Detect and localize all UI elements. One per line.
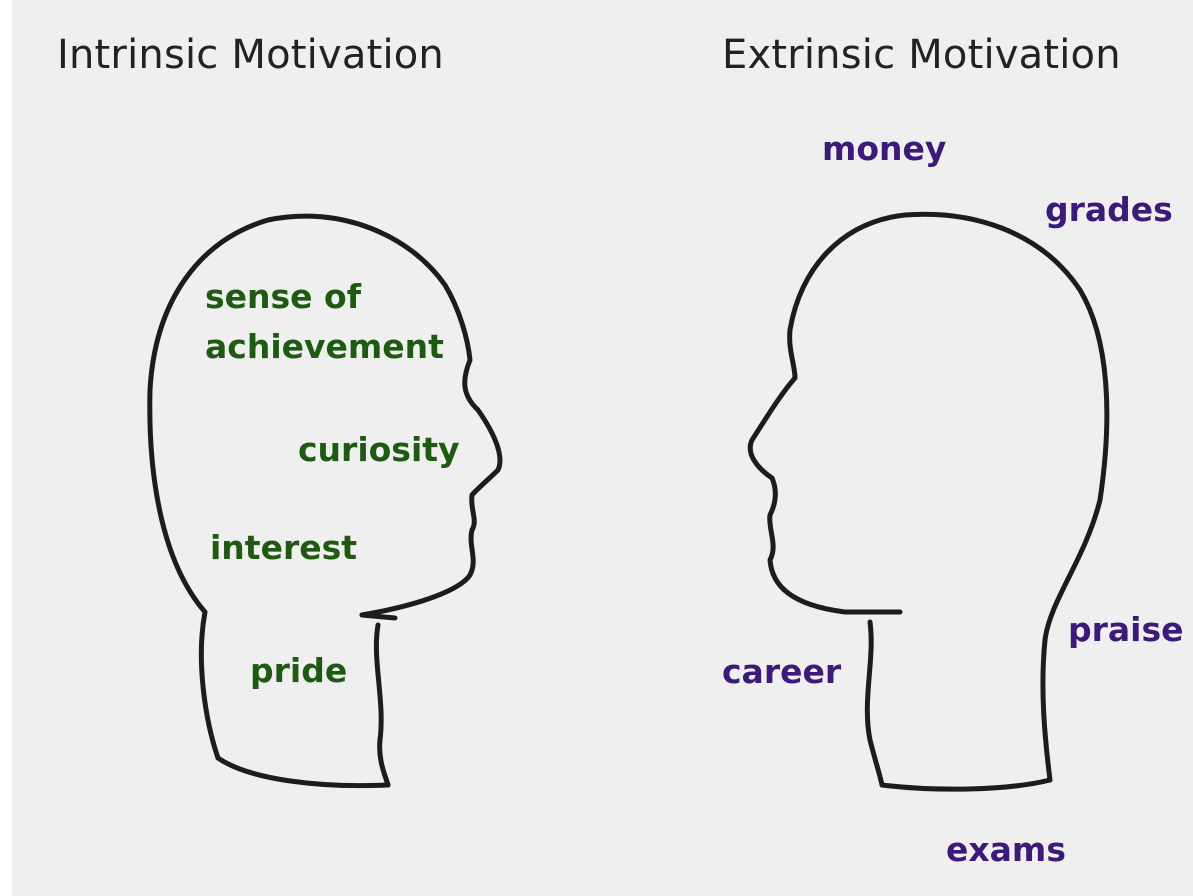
intrinsic-label: achievement: [205, 327, 444, 366]
right-neck-front: [864, 619, 885, 788]
left-head-outline: [147, 213, 503, 761]
intrinsic-label: pride: [250, 651, 348, 690]
diagram-background: [12, 0, 1193, 896]
left-neck-back: [373, 622, 391, 788]
right-neck-base: [879, 777, 1053, 792]
intrinsic-label: curiosity: [298, 430, 460, 469]
extrinsic-label: exams: [946, 830, 1066, 869]
intrinsic-label: interest: [210, 528, 358, 567]
extrinsic-label: money: [822, 129, 947, 168]
intrinsic-title: Intrinsic Motivation: [57, 32, 444, 78]
extrinsic-label: grades: [1045, 190, 1173, 229]
intrinsic-label: sense of: [205, 277, 362, 316]
extrinsic-label: career: [722, 652, 842, 691]
right-head-outline: [747, 211, 1110, 783]
left-neck-base: [215, 755, 391, 789]
left-head-jaw: [359, 612, 398, 621]
extrinsic-title: Extrinsic Motivation: [722, 32, 1121, 78]
extrinsic-label: praise: [1068, 610, 1184, 649]
